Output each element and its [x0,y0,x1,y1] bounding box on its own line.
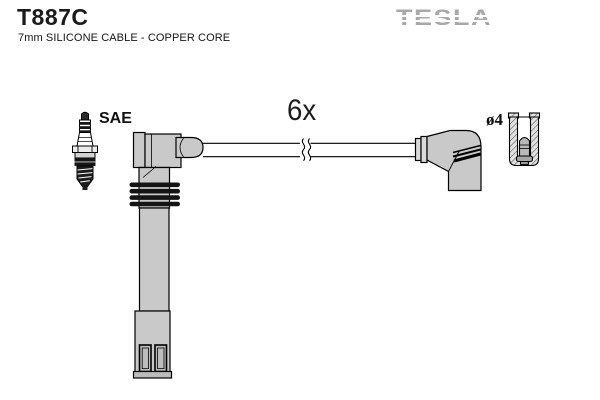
logo-stripe [394,20,498,22]
boot-rib-rings [129,182,180,207]
plug-type-label: SAE [99,110,132,127]
brand-logo-text: TESLA [396,5,493,31]
cable-icon [203,138,416,162]
terminal-cup-icon [507,112,541,167]
terminal-diameter-label: ø4 [486,110,503,129]
part-number: T887C [17,4,89,30]
quantity-label: 6x [287,94,317,127]
right-angled-boot-icon [414,129,482,192]
product-description: 7mm SILICONE CABLE - COPPER CORE [18,32,231,44]
spark-plug-icon [72,111,98,190]
boot-grip-stripes [452,144,481,163]
brand-logo: TESLA [394,5,498,34]
left-angled-boot-icon [129,131,204,379]
logo-stripe [394,15,498,17]
